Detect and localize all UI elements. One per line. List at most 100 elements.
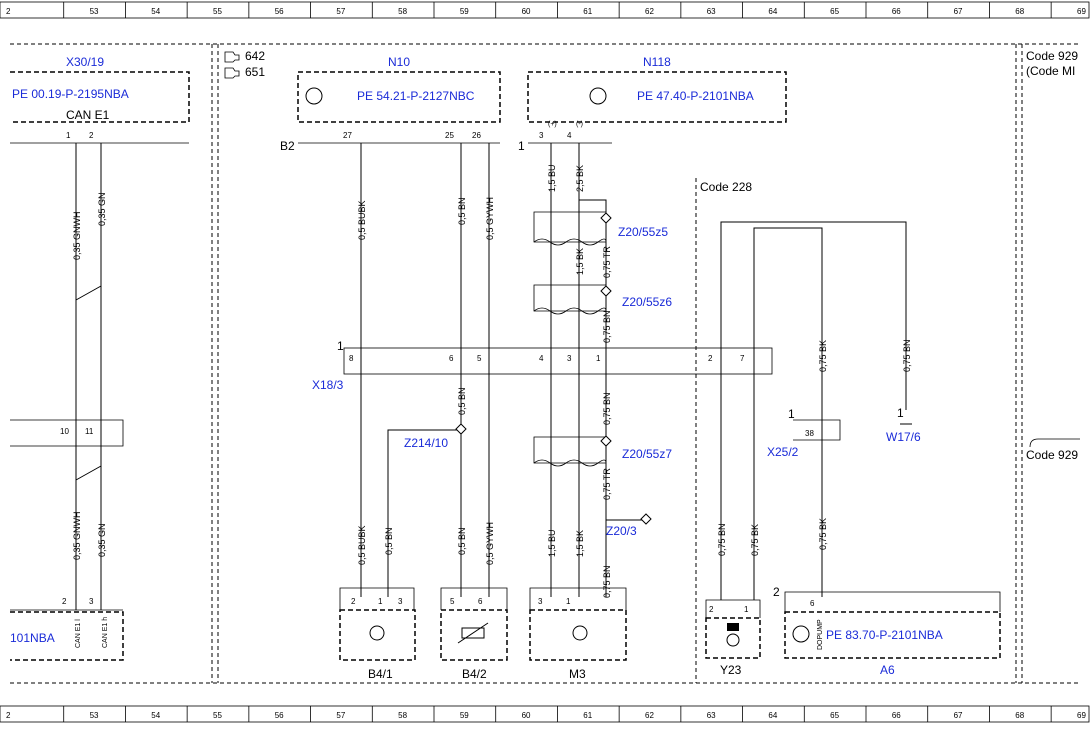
engine-code-651: 651 bbox=[245, 65, 265, 79]
ruler-number: 69 bbox=[1077, 7, 1086, 16]
x18-3-name: X18/3 bbox=[312, 378, 344, 392]
b4-2-pin-6: 6 bbox=[478, 597, 483, 606]
ruler-number: 53 bbox=[90, 711, 99, 720]
n118-sign-minus: (-) bbox=[576, 121, 583, 128]
y23-pin-1: 1 bbox=[744, 605, 749, 614]
code-929-sub-label: (Code MI bbox=[1026, 64, 1075, 78]
z20-55z7-label: Z20/55z7 bbox=[622, 447, 672, 461]
engine-code-642: 642 bbox=[245, 49, 265, 63]
ruler-number: 63 bbox=[707, 7, 716, 16]
bottom-ruler bbox=[0, 705, 1090, 723]
wire-label: 0,75 BN bbox=[902, 339, 912, 372]
n10-pin-26: 26 bbox=[472, 131, 481, 140]
wire-label: 1,5 BU bbox=[547, 529, 557, 557]
ruler-number: 64 bbox=[768, 7, 777, 16]
x18-3-connector-num: 1 bbox=[337, 339, 344, 353]
b4-2-name: B4/2 bbox=[462, 667, 487, 681]
x18-pin-7: 7 bbox=[740, 354, 745, 363]
left-mid-connector: 10 11 bbox=[10, 419, 124, 447]
ruler-number: 61 bbox=[583, 711, 592, 720]
m3-pin-3: 3 bbox=[538, 597, 543, 606]
engine-icon bbox=[224, 51, 240, 63]
engine-code-list: 642 651 bbox=[224, 49, 265, 79]
wire-label: 0,35 GNWH bbox=[72, 211, 82, 260]
ruler-number: 64 bbox=[768, 711, 777, 720]
ruler-number: 58 bbox=[398, 7, 407, 16]
wire-label: 0,5 BN bbox=[457, 527, 467, 555]
wire-label: 0,5 GYWH bbox=[485, 197, 495, 240]
n118-sign-plus: (+) bbox=[548, 121, 557, 128]
left-pin-10: 10 bbox=[60, 427, 69, 436]
wire-label: 0,5 BUBK bbox=[357, 200, 367, 240]
left-bottom-module: 101NBA 2 3 CAN E1 l CAN E1 h bbox=[10, 597, 124, 661]
n10-pin-25: 25 bbox=[445, 131, 454, 140]
wire-labels: 0,35 GNWH 0,35 GN 0,35 GNWH 0,35 GN 0,5 … bbox=[72, 164, 912, 598]
a6-module: PE 83.70-P-2101NBA 2 6 DOPUMP A6 bbox=[773, 585, 1001, 677]
b4-2-pin-5: 5 bbox=[450, 597, 455, 606]
n118-ref: PE 47.40-P-2101NBA bbox=[637, 89, 754, 103]
x18-pin-1: 1 bbox=[596, 354, 601, 363]
x18-pin-5: 5 bbox=[477, 354, 482, 363]
b4-1-sensor: 2 1 3 B4/1 bbox=[339, 587, 416, 681]
w17-6-connector-num: 1 bbox=[897, 406, 904, 420]
a6-ref: PE 83.70-P-2101NBA bbox=[826, 628, 943, 642]
shield-bands bbox=[533, 211, 607, 467]
m3-pin-1: 1 bbox=[566, 597, 571, 606]
code-929-label: Code 929 bbox=[1026, 49, 1078, 63]
ruler-number: 60 bbox=[522, 711, 531, 720]
section-dividers bbox=[10, 43, 1080, 684]
z20-3-label: Z20/3 bbox=[606, 524, 637, 538]
n118-name: N118 bbox=[643, 55, 671, 69]
ruler-number: 53 bbox=[90, 7, 99, 16]
n10-module: N10 PE 54.21-P-2127NBC B2 27 25 26 bbox=[280, 55, 501, 153]
wire-label: 0,75 BK bbox=[818, 340, 828, 372]
x25-2-connector: 1 38 X25/2 bbox=[767, 407, 841, 459]
x18-pin-2: 2 bbox=[708, 354, 713, 363]
wire-label: 0,5 BN bbox=[457, 387, 467, 415]
ruler-number: 65 bbox=[830, 711, 839, 720]
wire-label: 1,5 BK bbox=[575, 530, 585, 557]
n118-module: N118 PE 47.40-P-2101NBA 1 3 4 (+) (-) bbox=[518, 55, 787, 153]
a6-name: A6 bbox=[880, 663, 895, 677]
ruler-number: 67 bbox=[954, 711, 963, 720]
x25-2-connector-num: 1 bbox=[788, 407, 795, 421]
wire-label: 2,5 BK bbox=[575, 165, 585, 192]
ruler-number: 66 bbox=[892, 7, 901, 16]
n10-pin-27: 27 bbox=[343, 131, 352, 140]
wire-label: 0,35 GNWH bbox=[72, 511, 82, 560]
splice-markers bbox=[455, 212, 652, 525]
a6-connector-num: 2 bbox=[773, 585, 780, 599]
b4-2-sensor: 5 6 B4/2 bbox=[440, 587, 508, 681]
n10-name: N10 bbox=[388, 55, 410, 69]
wire-label: 0,35 GN bbox=[97, 192, 107, 226]
y23-pin-2: 2 bbox=[709, 605, 714, 614]
ruler-number: 68 bbox=[1015, 711, 1024, 720]
ruler-number: 61 bbox=[583, 7, 592, 16]
a6-dopump-label: DOPUMP bbox=[817, 619, 824, 650]
ruler-number: 62 bbox=[645, 7, 654, 16]
wire-label: 0,5 BN bbox=[384, 527, 394, 555]
wire-label: 1,5 BU bbox=[547, 164, 557, 192]
ruler-number: 62 bbox=[645, 711, 654, 720]
left-bottom-pin-3: 3 bbox=[89, 597, 94, 606]
ruler-number: 2 bbox=[6, 7, 11, 16]
z214-10-label: Z214/10 bbox=[404, 436, 448, 450]
ruler-number: 55 bbox=[213, 711, 222, 720]
wire-label: 0,75 BN bbox=[602, 310, 612, 343]
x18-pin-6: 6 bbox=[449, 354, 454, 363]
left-bottom-ref: 101NBA bbox=[10, 631, 55, 645]
ruler-number: 59 bbox=[460, 711, 469, 720]
wire-label: 0,75 TR bbox=[602, 468, 612, 500]
m3-name: M3 bbox=[569, 667, 586, 681]
w17-6-ground: 1 W17/6 bbox=[886, 406, 921, 444]
z20-55z5-label: Z20/55z5 bbox=[618, 225, 668, 239]
wire-label: 0,75 BK bbox=[818, 518, 828, 550]
ruler-number: 54 bbox=[151, 711, 160, 720]
code-228-label: Code 228 bbox=[700, 180, 752, 194]
ruler-number: 65 bbox=[830, 7, 839, 16]
x30-19-ref: PE 00.19-P-2195NBA bbox=[12, 87, 129, 101]
z20-55z6-label: Z20/55z6 bbox=[622, 295, 672, 309]
ruler-number: 69 bbox=[1077, 711, 1086, 720]
wire-label: 0,75 BN bbox=[717, 523, 727, 556]
